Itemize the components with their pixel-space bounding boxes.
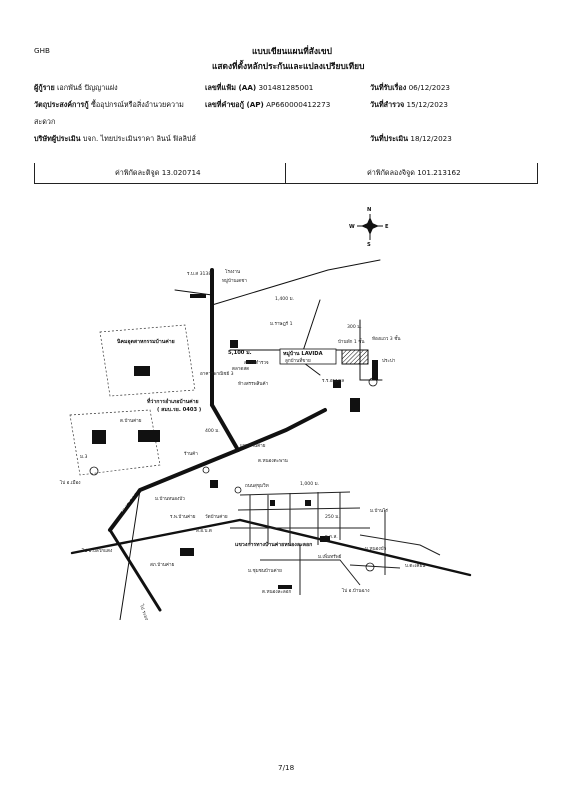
purpose-row: วัตถุประสงค์การกู้ ซื้ออุปกรณ์หรือสิ่งอำ…: [34, 100, 184, 111]
latitude-label: ค่าพิกัดละติจูด: [115, 168, 160, 177]
label-lavida-sub: ลูกบ้านที่ขาย: [285, 357, 311, 364]
label-station: สถานีตำรวจ: [244, 359, 269, 366]
label-office-right: ห้องแถว 3 ชั้น: [372, 335, 401, 342]
building-blocks: [92, 294, 378, 589]
label-dist-1000: 1,000 ม.: [300, 481, 319, 487]
label-temple-top: โรงงาน: [225, 268, 241, 275]
file-label: เลขที่แฟ้ม (AA): [205, 83, 257, 92]
longitude-row: ค่าพิกัดลองจิจูด 101.213162: [367, 168, 461, 179]
coordinate-divider: [285, 163, 286, 183]
document-subtitle: แสดงที่ตั้งหลักประกันและแปลงเปรียบเทียบ: [212, 61, 365, 71]
label-hospital: ร.พ.บ้านค่าย: [170, 514, 196, 520]
compass-w: W: [349, 224, 355, 230]
longitude-value: 101.213162: [417, 168, 461, 177]
label-pt-bottom2: ต.หนองละลอก: [262, 590, 291, 595]
latitude-value: 13.020714: [161, 168, 201, 177]
label-to-north: ไป อ.ปลวกแดง: [81, 547, 112, 554]
label-pt-bottom3: ม.เพิ่มทรัพย์: [318, 553, 342, 560]
label-school2: ร.ร.อนุบาล: [322, 378, 344, 384]
label-dist-400: 400 ม.: [205, 428, 220, 434]
appraiser-label: บริษัทผู้ประเมิน: [34, 134, 81, 143]
request-label: เลขที่คำขอกู้ (AP): [205, 100, 264, 109]
label-police: สภ.บ้านค่าย: [150, 562, 175, 568]
label-village-mid: ม.บ้านหนองบัว: [155, 495, 185, 502]
received-value: 06/12/2023: [408, 83, 450, 92]
label-mu-road: ถนนสุขุมวิท: [245, 483, 269, 489]
survey-label: วันที่สำรวจ: [370, 100, 405, 109]
survey-row: วันที่สำรวจ 15/12/2023: [370, 100, 448, 111]
coordinate-box: ค่าพิกัดละติจูด 13.020714 ค่าพิกัดลองจิจ…: [34, 163, 538, 184]
latitude-row: ค่าพิกัดละติจูด 13.020714: [115, 168, 201, 179]
request-row: เลขที่คำขอกู้ (AP) AP660000412273: [205, 100, 330, 111]
label-lavida: หมู่บ้าน LAVIDA: [283, 349, 323, 358]
label-bank: ธ.ก.ส.: [325, 534, 338, 540]
location-map: N S W E: [59, 207, 472, 620]
label-pt-bottom-r: บ.ตะเคียน: [405, 562, 426, 569]
label-to-city: ไป อ.เมือง: [59, 479, 81, 486]
survey-value: 15/12/2023: [406, 100, 448, 109]
longitude-label: ค่าพิกัดลองจิจูด: [367, 168, 415, 177]
label-pt-bottom1: ม.ชุมชนบ้านค่าย: [248, 568, 282, 574]
label-dist-5100: 5,100 ม.: [228, 350, 252, 356]
label-water: ประปา: [382, 358, 396, 364]
label-factory-top: หมู่บ้านเดชา: [222, 278, 247, 284]
label-to-sukhumvit: ไป ระยอง: [138, 602, 152, 620]
label-to-rayong: ไป อ.บ้านฉาง: [341, 587, 370, 594]
appraisal-value: 18/12/2023: [410, 134, 452, 143]
borrower-label: ผู้กู้ราย: [34, 83, 55, 92]
street-grid: [230, 491, 441, 595]
org-code: GHB: [34, 46, 50, 55]
label-school-box: นิคมอุตสาหกรรมบ้านค่าย: [117, 337, 175, 345]
received-row: วันที่รับเรื่อง 06/12/2023: [370, 83, 450, 94]
purpose-value: ซื้ออุปกรณ์หรือสิ่งอำนวยความ: [90, 100, 184, 109]
borrower-row: ผู้กู้ราย เอกพันธ์ ปัญญาแฝง: [34, 83, 118, 94]
file-value: 301481285001: [258, 83, 314, 92]
appraiser-row: บริษัทผู้ประเมิน บจก. ไทยประเมินราคา ลิน…: [34, 134, 196, 145]
compass-s: S: [367, 242, 371, 248]
label-office-left: อาคารพาณิชย์ 3: [200, 370, 234, 377]
label-village-right: บ้านพัก 1 ชั้น: [338, 338, 365, 345]
appraisal-row: วันที่ประเมิน 18/12/2023: [370, 134, 452, 145]
label-intersection: แยกบ้านค่าย: [240, 443, 266, 449]
received-label: วันที่รับเรื่อง: [370, 83, 407, 92]
label-shops: ร้านค้า: [184, 451, 198, 457]
road-3191-label: ทล. 3191: [118, 487, 139, 513]
request-value: AP660000412273: [266, 100, 331, 109]
purpose-label: วัตถุประสงค์การกู้: [34, 100, 89, 109]
label-subdistrict: แขวงการทางบ้านค่ายหนองละลอก: [235, 540, 312, 548]
subject-site: [279, 348, 378, 387]
road-3345-label: ทล. 3345: [245, 403, 273, 420]
label-pt-right2: ม.หนองบัว: [365, 545, 387, 552]
map-markers: [89, 466, 375, 572]
label-dept-store: ห้างสรรพสินค้า: [238, 381, 269, 387]
label-moo3: ม.3: [80, 454, 87, 460]
appraiser-value: บจก. ไทยประเมินราคา ลินน์ ฟิลลิปส์: [82, 134, 196, 143]
label-temple-left: ต.บ้านค่าย: [120, 418, 142, 424]
document-title: แบบเขียนแผนที่สังเขป: [252, 46, 332, 56]
borrower-value: เอกพันธ์ ปัญญาแฝง: [56, 83, 118, 92]
zone-outlines: [69, 324, 196, 476]
label-moo-top: ม.ราษฎร์ 1: [270, 320, 293, 327]
compass-e: E: [385, 224, 389, 230]
label-dist-300: 300 ม.: [347, 324, 362, 330]
purpose-continuation: สะดวก: [34, 117, 56, 126]
appraisal-label: วันที่ประเมิน: [370, 134, 409, 143]
label-pt-right: ม.บ้านไร่: [370, 507, 388, 514]
label-market: ตลาดสด: [232, 366, 249, 372]
label-road-3138: ร.บ.ส 3138: [187, 271, 211, 277]
compass-rose: N S W E: [349, 207, 389, 248]
label-dist-250: 250 ม.: [325, 514, 340, 520]
label-district-office: ที่ว่าการอำเภอบ้านค่าย: [146, 397, 198, 405]
file-row: เลขที่แฟ้ม (AA) 301481285001: [205, 83, 313, 94]
page-number: 7/18: [278, 763, 295, 772]
compass-n: N: [367, 207, 371, 213]
label-pt-market: ต.หนองตะพาน: [258, 458, 289, 464]
label-dist-1400: 1,400 ม.: [275, 296, 294, 302]
label-govt: ส.อ.บ.ต: [196, 528, 212, 534]
label-district-code: ( สมบ.รย. 0403 ): [157, 407, 201, 413]
label-temple-mid: วัดบ้านค่าย: [205, 513, 228, 520]
